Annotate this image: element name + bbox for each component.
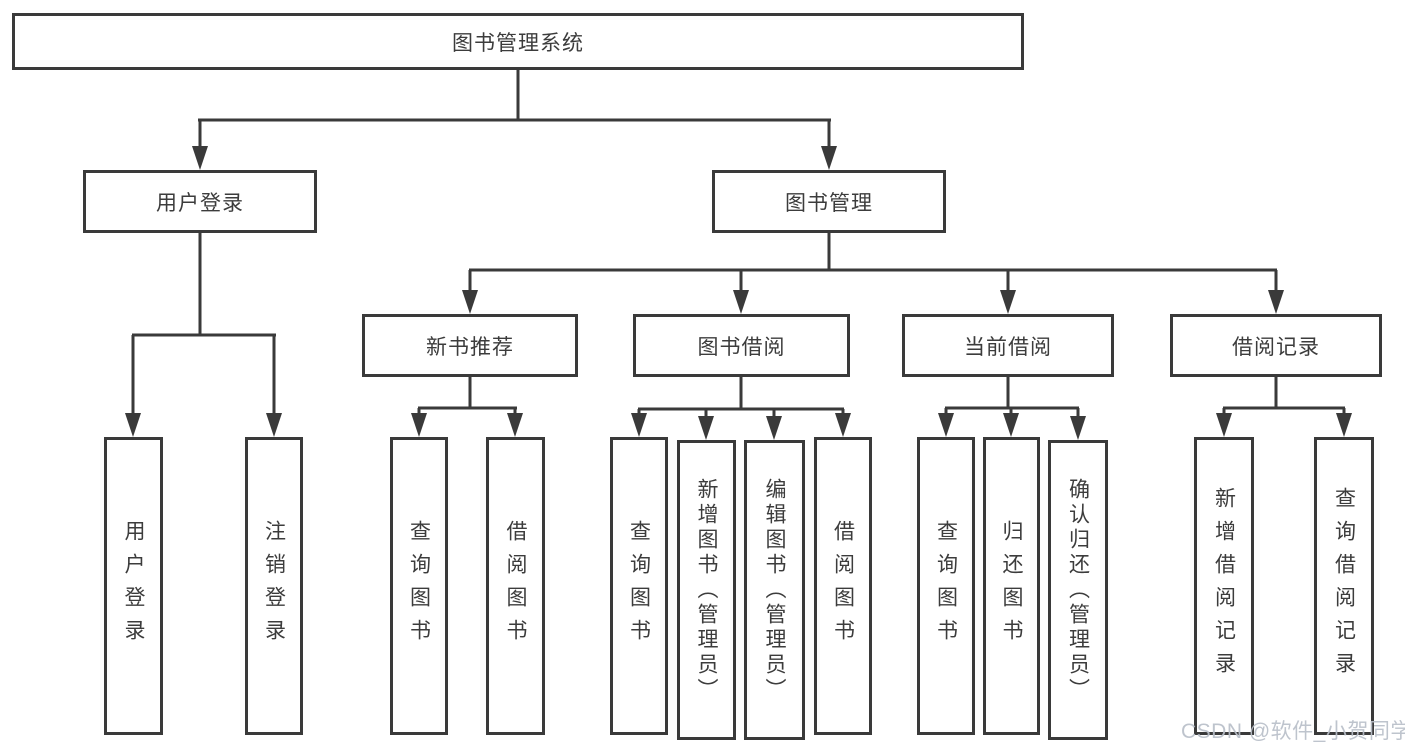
arrowhead: [938, 413, 954, 437]
arrowhead: [733, 290, 749, 314]
node-leaf-borrow-books: 借阅图书: [814, 437, 872, 735]
node-label: 注销登录: [262, 520, 286, 652]
node-leaf-return-books: 归还图书: [983, 437, 1040, 735]
arrowhead: [631, 413, 647, 437]
node-new-book-recommend: 新书推荐: [362, 314, 578, 377]
node-leaf-logout: 注销登录: [245, 437, 303, 735]
arrowhead: [507, 413, 523, 437]
node-label: 归还图书: [1000, 520, 1023, 652]
arrowhead: [1070, 416, 1086, 440]
arrowhead: [1268, 290, 1284, 314]
arrowhead: [125, 413, 141, 437]
node-label: 新增借阅记录: [1212, 487, 1236, 685]
arrowhead: [1336, 413, 1352, 437]
node-leaf-query-books-current: 查询图书: [917, 437, 975, 735]
connector-records-to-children: [1216, 377, 1352, 437]
node-label: 查询图书: [407, 520, 431, 652]
node-label: 编辑图书（管理员）: [763, 477, 786, 703]
arrowhead: [766, 416, 782, 440]
node-leaf-query-borrow-record: 查询借阅记录: [1314, 437, 1374, 735]
arrowhead: [411, 413, 427, 437]
node-borrow-records: 借阅记录: [1170, 314, 1382, 377]
node-label: 当前借阅: [964, 335, 1052, 359]
arrowhead: [835, 413, 851, 437]
node-label: 借阅记录: [1232, 335, 1320, 359]
arrowhead: [1000, 290, 1016, 314]
node-label: 用户登录: [156, 191, 244, 215]
node-label: 查询图书: [934, 520, 958, 652]
node-leaf-query-books-borrow: 查询图书: [610, 437, 668, 735]
node-label: 图书管理: [785, 191, 873, 215]
arrowhead: [821, 146, 837, 170]
connector-newbook-to-children: [411, 377, 523, 437]
arrowhead: [1216, 413, 1232, 437]
arrowhead: [266, 413, 282, 437]
node-leaf-confirm-return-admin: 确认归还（管理员）: [1048, 440, 1108, 740]
connector-root-to-level2: [192, 69, 837, 170]
node-label: 查询图书: [627, 520, 651, 652]
node-book-management: 图书管理: [712, 170, 946, 233]
node-label: 新增图书（管理员）: [695, 477, 718, 703]
node-current-borrow: 当前借阅: [902, 314, 1114, 377]
connector-login-to-children: [125, 233, 282, 437]
node-label: 查询借阅记录: [1332, 487, 1356, 685]
node-leaf-user-login: 用户登录: [104, 437, 163, 735]
connector-mgmt-to-level3: [462, 233, 1284, 314]
node-label: 借阅图书: [831, 520, 855, 652]
arrowhead: [698, 416, 714, 440]
node-label: 新书推荐: [426, 335, 514, 359]
node-user-login: 用户登录: [83, 170, 317, 233]
node-leaf-edit-book-admin: 编辑图书（管理员）: [744, 440, 805, 740]
node-book-borrow: 图书借阅: [633, 314, 850, 377]
node-leaf-add-borrow-record: 新增借阅记录: [1194, 437, 1254, 735]
connector-borrow-to-children: [631, 377, 851, 440]
node-label: 图书管理系统: [452, 31, 584, 55]
node-label: 借阅图书: [504, 520, 527, 652]
node-leaf-query-books-recommend: 查询图书: [390, 437, 448, 735]
node-label: 图书借阅: [697, 335, 786, 359]
connector-current-to-children: [938, 377, 1086, 440]
node-leaf-borrow-books-recommend: 借阅图书: [486, 437, 545, 735]
arrowhead: [462, 290, 478, 314]
node-library-management-system: 图书管理系统: [12, 13, 1024, 70]
arrowhead: [1003, 413, 1019, 437]
node-leaf-add-book-admin: 新增图书（管理员）: [677, 440, 736, 740]
arrowhead: [192, 146, 208, 170]
node-label: 用户登录: [122, 520, 145, 652]
node-label: 确认归还（管理员）: [1066, 477, 1090, 703]
